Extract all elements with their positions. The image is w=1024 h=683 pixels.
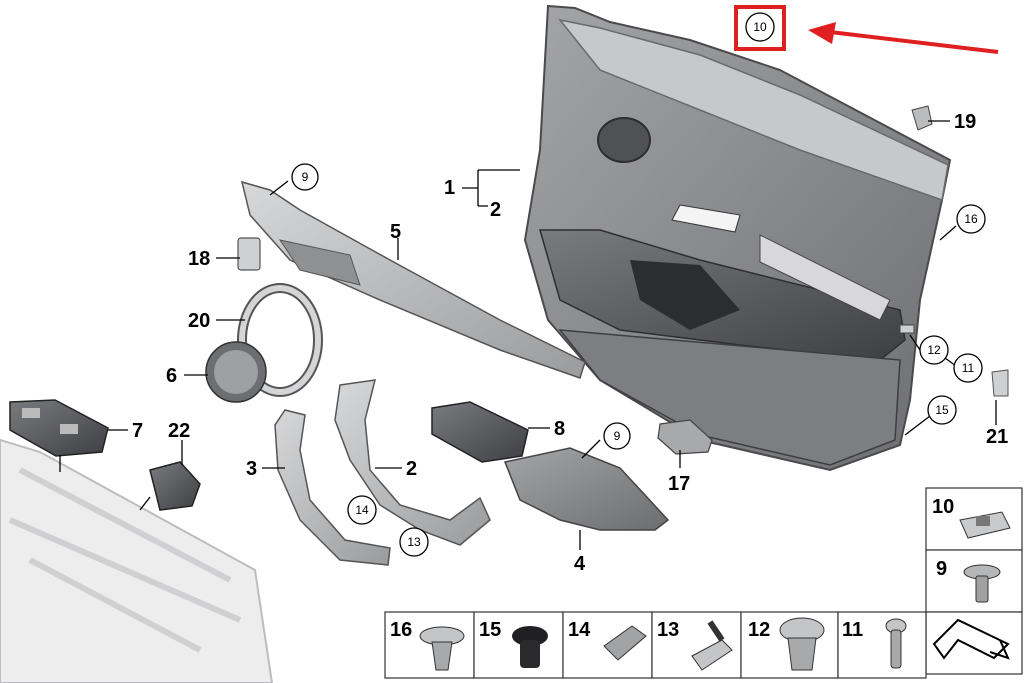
bezel-2 bbox=[334, 379, 491, 546]
trim-clip-icon bbox=[959, 511, 1011, 539]
callout-3: 3 bbox=[246, 458, 257, 480]
callout-15: 15 bbox=[935, 403, 949, 417]
legend-cell-9 bbox=[925, 549, 1023, 613]
part-18 bbox=[237, 237, 261, 271]
handle-3 bbox=[274, 409, 391, 566]
legend-label-14: 14 bbox=[568, 619, 591, 641]
callout-4: 4 bbox=[574, 553, 586, 575]
callout-12: 12 bbox=[927, 343, 941, 357]
legend-right: 10 9 bbox=[925, 487, 1023, 675]
callout-17: 17 bbox=[668, 473, 690, 495]
clip-19 bbox=[911, 105, 933, 131]
callout-8: 8 bbox=[554, 418, 565, 440]
leader-lines bbox=[59, 120, 997, 550]
part-21 bbox=[991, 369, 1009, 397]
callout-10: 10 bbox=[753, 20, 767, 34]
bracket-icon bbox=[691, 620, 733, 671]
legend-bottom: 16 15 14 13 12 11 bbox=[384, 611, 927, 679]
callout-11: 11 bbox=[962, 361, 975, 375]
legend-label-13: 13 bbox=[657, 619, 679, 641]
legend-label-15: 15 bbox=[479, 619, 501, 641]
callout-20: 20 bbox=[188, 310, 210, 332]
callout-19: 19 bbox=[954, 111, 976, 133]
legend-label-11: 11 bbox=[842, 619, 863, 641]
callout-13: 13 bbox=[407, 535, 421, 549]
callout-14: 14 bbox=[355, 503, 369, 517]
circled-callouts: 10 9 9 16 12 11 15 14 13 bbox=[291, 12, 986, 557]
switch-block-7 bbox=[9, 399, 109, 457]
callout-2b: 2 bbox=[406, 458, 417, 480]
trim-strip-5 bbox=[240, 180, 586, 379]
speaker-ring-20 bbox=[237, 283, 323, 397]
switch-8 bbox=[431, 401, 529, 463]
highlight-arrow bbox=[808, 22, 999, 54]
callout-2: 2 bbox=[490, 199, 501, 221]
callout-9a: 9 bbox=[302, 170, 309, 184]
callout-22: 22 bbox=[168, 420, 190, 442]
callout-21: 21 bbox=[986, 426, 1008, 448]
legend-label-16: 16 bbox=[390, 619, 412, 641]
speaker-opening bbox=[597, 117, 651, 163]
part-17 bbox=[657, 419, 713, 455]
callout-9b: 9 bbox=[614, 429, 621, 443]
rubber-plug-icon bbox=[512, 626, 548, 668]
speaker-cover-6 bbox=[205, 341, 267, 403]
expanding-rivet-icon bbox=[419, 626, 465, 671]
fold-arrow-icon bbox=[932, 618, 1010, 660]
callout-1: 1 bbox=[444, 177, 455, 199]
callout-16: 16 bbox=[964, 212, 978, 226]
part-22 bbox=[149, 461, 201, 511]
armrest-4 bbox=[503, 447, 670, 531]
door-shell bbox=[0, 438, 274, 683]
nut-icon bbox=[779, 617, 825, 671]
screw-icon bbox=[963, 564, 1001, 603]
legend-label-9: 9 bbox=[936, 558, 947, 580]
callout-18: 18 bbox=[188, 248, 210, 270]
callout-7: 7 bbox=[132, 420, 143, 442]
callout-5: 5 bbox=[390, 221, 401, 243]
clip-icon bbox=[603, 625, 647, 661]
callout-6: 6 bbox=[166, 365, 177, 387]
door-panel bbox=[523, 4, 952, 472]
legend-label-10: 10 bbox=[932, 496, 954, 518]
screw-icon bbox=[885, 618, 907, 669]
legend-label-12: 12 bbox=[748, 619, 770, 641]
highlight-box bbox=[734, 5, 786, 51]
